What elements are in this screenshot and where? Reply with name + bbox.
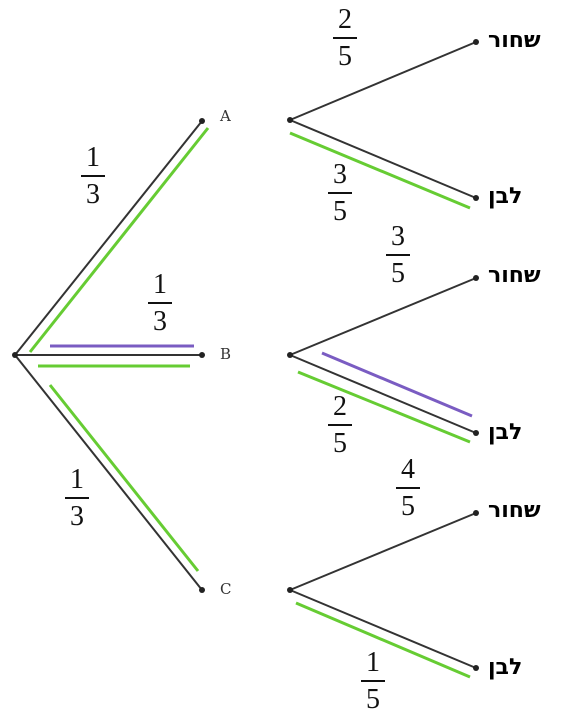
- branch-a-white: [289, 119, 477, 199]
- fraction-bar: [396, 487, 420, 489]
- root-dot: [12, 352, 18, 358]
- fraction-bar: [81, 175, 105, 177]
- fraction-denominator: 3: [153, 306, 167, 337]
- highlight-root-a: [28, 127, 210, 353]
- fraction-bar: [328, 192, 352, 194]
- fraction-bar: [328, 424, 352, 426]
- fraction-denominator: 5: [338, 41, 352, 72]
- branch-c-white: [289, 589, 477, 669]
- highlight-b-white-purple: [321, 351, 473, 418]
- branch-b-white: [289, 354, 477, 434]
- leaf-a-black-dot: [473, 39, 479, 45]
- branch-root-a: [14, 120, 203, 356]
- fraction-a-black: 2 5: [330, 5, 360, 72]
- fraction-numerator: 1: [366, 647, 380, 678]
- fraction-bar: [148, 302, 172, 304]
- highlight-root-c: [48, 384, 200, 572]
- node-b-dot: [199, 352, 205, 358]
- leaf-c-black-dot: [473, 510, 479, 516]
- leaf-a-black-label: שחור: [488, 28, 541, 53]
- leaf-c-white-label: לבן: [488, 655, 523, 680]
- leaf-c-black-label: שחור: [488, 498, 541, 523]
- fraction-a-white: 3 5: [325, 160, 355, 227]
- fraction-numerator: 1: [86, 142, 100, 173]
- leaf-b-black-dot: [473, 275, 479, 281]
- fraction-root-c: 1 3: [62, 465, 92, 532]
- fraction-numerator: 4: [401, 454, 415, 485]
- fraction-root-a: 1 3: [78, 143, 108, 210]
- fraction-numerator: 2: [333, 391, 347, 422]
- fraction-denominator: 5: [391, 258, 405, 289]
- node-b-label: B: [220, 345, 232, 363]
- fraction-b-white: 2 5: [325, 392, 355, 459]
- branch-c-black: [289, 512, 477, 591]
- branch-a-black: [289, 41, 477, 121]
- fraction-b-black: 3 5: [383, 222, 413, 289]
- leaf-a-white-label: לבן: [488, 184, 523, 209]
- fraction-numerator: 1: [153, 269, 167, 300]
- leaf-b-black-label: שחור: [488, 263, 541, 288]
- fraction-denominator: 3: [70, 501, 84, 532]
- leaf-b-white-dot: [473, 430, 479, 436]
- node-c-split-dot: [287, 587, 293, 593]
- node-c-label: C: [220, 580, 232, 598]
- leaf-a-white-dot: [473, 195, 479, 201]
- branch-b-black: [289, 277, 477, 356]
- fraction-numerator: 3: [333, 159, 347, 190]
- highlight-a-white: [289, 131, 471, 210]
- fraction-numerator: 2: [338, 4, 352, 35]
- highlight-c-white: [295, 601, 471, 679]
- fraction-bar: [361, 680, 385, 682]
- fraction-bar: [333, 37, 357, 39]
- branch-root-c: [14, 354, 203, 591]
- leaf-b-white-label: לבן: [488, 420, 523, 445]
- fraction-denominator: 5: [366, 684, 380, 715]
- fraction-denominator: 5: [333, 428, 347, 459]
- node-c-dot: [199, 587, 205, 593]
- node-b-split-dot: [287, 352, 293, 358]
- node-a-label: A: [220, 107, 231, 125]
- fraction-c-black: 4 5: [393, 455, 423, 522]
- fraction-denominator: 5: [401, 491, 415, 522]
- fraction-numerator: 3: [391, 221, 405, 252]
- fraction-c-white: 1 5: [358, 648, 388, 715]
- fraction-bar: [65, 497, 89, 499]
- fraction-root-b: 1 3: [145, 270, 175, 337]
- node-a-dot: [199, 118, 205, 124]
- fraction-numerator: 1: [70, 464, 84, 495]
- highlight-b-white: [297, 370, 471, 444]
- fraction-denominator: 5: [333, 196, 347, 227]
- fraction-denominator: 3: [86, 179, 100, 210]
- fraction-bar: [386, 254, 410, 256]
- node-a-split-dot: [287, 117, 293, 123]
- leaf-c-white-dot: [473, 665, 479, 671]
